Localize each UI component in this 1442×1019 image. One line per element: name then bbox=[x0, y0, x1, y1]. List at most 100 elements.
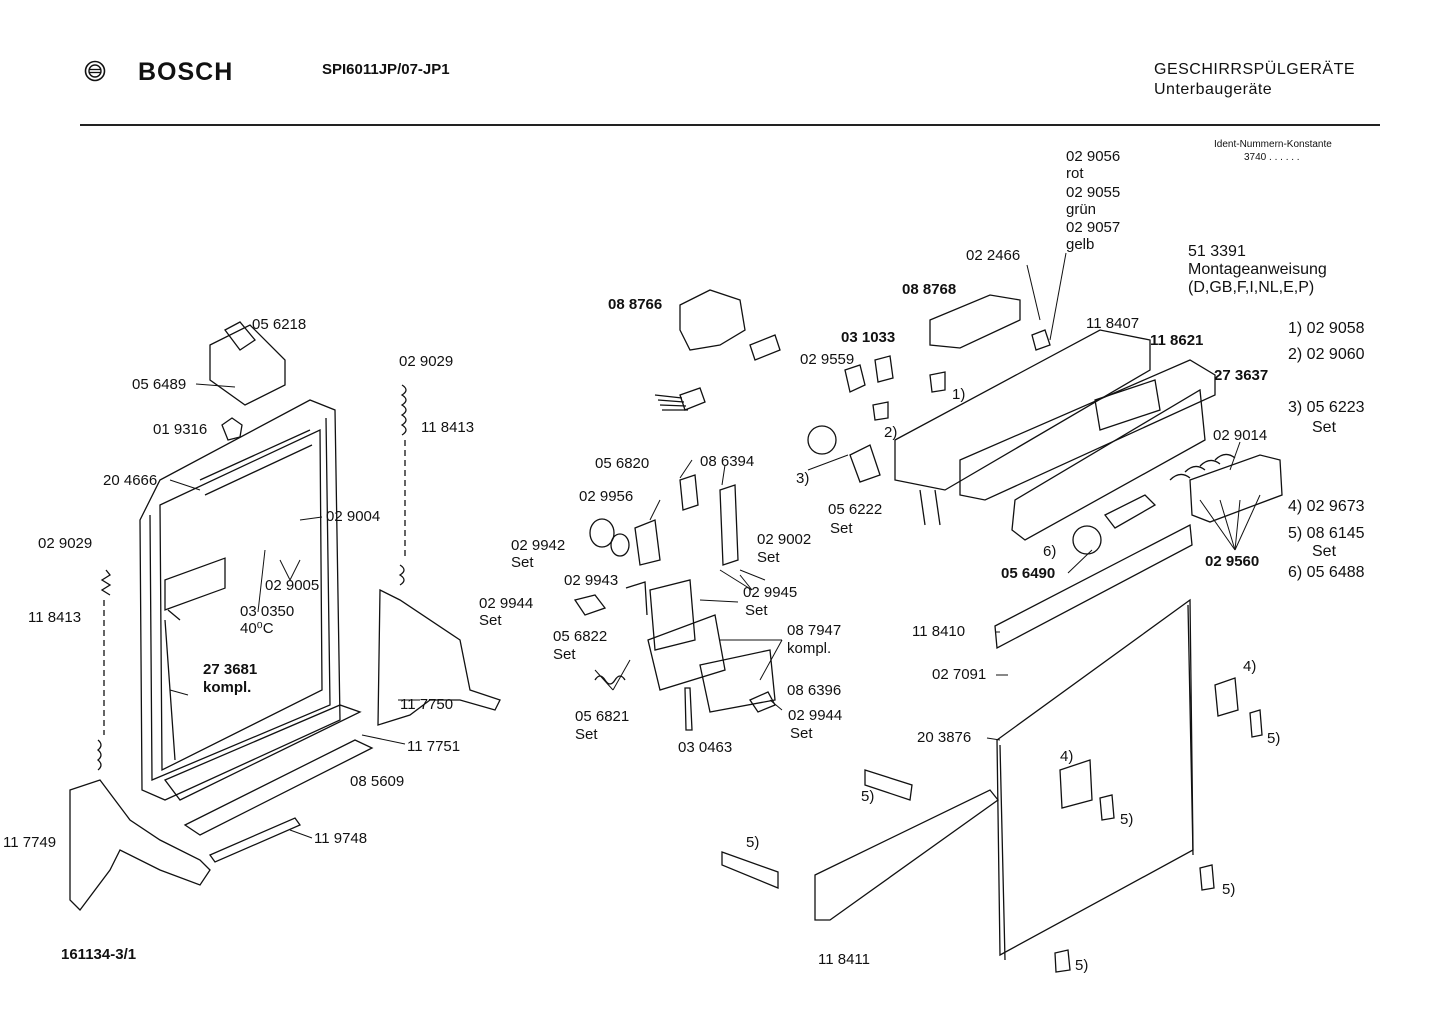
part-label-273681: 27 3681 bbox=[203, 661, 258, 678]
callout-6: 6) bbox=[1043, 543, 1057, 560]
ident-label: Ident-Nummern-Konstante bbox=[1214, 139, 1332, 150]
indicator-strip bbox=[929, 294, 1021, 349]
part-label-056222: 05 6222 bbox=[828, 501, 883, 518]
legend-item-2: 2) 02 9060 bbox=[1288, 346, 1365, 363]
part-label-056821: 05 6821 bbox=[575, 708, 630, 725]
legend-item-4: 4) 02 9673 bbox=[1288, 498, 1365, 515]
control-panel-frame bbox=[894, 329, 1151, 491]
category-subtitle: Unterbaugeräte bbox=[1154, 81, 1273, 98]
part-label-117750: 11 7750 bbox=[400, 696, 454, 713]
leader-lines-right bbox=[594, 252, 1261, 741]
part-label-088768: 08 8768 bbox=[902, 281, 957, 298]
bottom-strip-middle bbox=[183, 739, 374, 836]
part-label-029002: 02 9002 bbox=[757, 531, 812, 548]
manual-title: Montageanweisung bbox=[1188, 261, 1327, 278]
dispenser-lid bbox=[625, 579, 696, 651]
bosch-logo-icon bbox=[84, 60, 106, 82]
legend-item-6: 6) 05 6488 bbox=[1288, 564, 1365, 581]
part-label-029945-set: Set bbox=[745, 602, 768, 619]
kick-plate bbox=[814, 789, 999, 921]
legend-item-5: 5) 08 6145 bbox=[1288, 525, 1365, 542]
callout-5-kick-lower: 5) bbox=[746, 834, 760, 851]
brackets-mid bbox=[679, 474, 739, 566]
connector-block bbox=[749, 334, 781, 361]
part-label-273681-kompl: kompl. bbox=[203, 679, 252, 696]
leader-lines-left bbox=[169, 383, 420, 839]
dial-3 bbox=[807, 425, 837, 455]
part-label-029029-left: 02 9029 bbox=[38, 535, 93, 552]
part-label-030350-temp: 40⁰C bbox=[240, 620, 274, 637]
part-label-022466: 02 2466 bbox=[966, 247, 1021, 264]
callout-2: 2) bbox=[884, 424, 898, 441]
timer-unit bbox=[679, 289, 746, 351]
part-056222 bbox=[849, 444, 881, 483]
part-label-056822-set: Set bbox=[553, 646, 576, 663]
part-label-029944-left-set: Set bbox=[479, 612, 502, 629]
part-label-203876: 20 3876 bbox=[917, 729, 972, 746]
part-label-056821-set: Set bbox=[575, 726, 598, 743]
part-label-029943: 02 9943 bbox=[564, 572, 619, 589]
dispenser-unit bbox=[647, 614, 726, 691]
part-label-117749: 11 7749 bbox=[3, 834, 57, 851]
part-label-056489: 05 6489 bbox=[132, 376, 187, 393]
small-clip bbox=[221, 417, 243, 441]
part-label-029004: 02 9004 bbox=[326, 508, 381, 525]
part-label-086394: 08 6394 bbox=[700, 453, 755, 470]
part-label-029956: 02 9956 bbox=[579, 488, 634, 505]
manual-languages: (D,GB,F,I,NL,E,P) bbox=[1188, 279, 1315, 296]
header-divider bbox=[80, 124, 1380, 126]
part-label-027091: 02 7091 bbox=[932, 666, 987, 683]
part-label-029057: 02 9057 bbox=[1066, 219, 1121, 236]
rod-030463 bbox=[684, 687, 693, 731]
control-panel-cover bbox=[1011, 388, 1206, 541]
part-label-118413-right: 11 8413 bbox=[421, 419, 475, 436]
part-label-117751: 11 7751 bbox=[407, 738, 461, 755]
bracket-5-upper bbox=[864, 769, 913, 801]
callout-4-center: 4) bbox=[1060, 748, 1074, 765]
part-label-030463: 03 0463 bbox=[678, 739, 733, 756]
manual-number: 51 3391 bbox=[1188, 243, 1246, 260]
spring-right bbox=[398, 384, 407, 586]
part-label-030350: 03 0350 bbox=[240, 603, 295, 620]
part-label-029945: 02 9945 bbox=[743, 584, 798, 601]
push-buttons bbox=[1189, 454, 1283, 523]
right-hinge bbox=[377, 588, 501, 726]
part-label-031033: 03 1033 bbox=[841, 329, 896, 346]
part-label-273637: 27 3637 bbox=[1214, 367, 1269, 384]
callout-4-right: 4) bbox=[1243, 658, 1257, 675]
part-label-118411: 11 8411 bbox=[818, 951, 870, 968]
callout-5-right: 5) bbox=[1267, 730, 1281, 747]
handle-056490 bbox=[1104, 494, 1157, 529]
part-label-029057-color: gelb bbox=[1066, 236, 1095, 253]
switch-031033 bbox=[844, 364, 866, 393]
part-label-118413-left: 11 8413 bbox=[28, 609, 82, 626]
bottom-strip-upper bbox=[163, 704, 362, 801]
outer-door-panel bbox=[996, 598, 1194, 957]
part-label-029029-right: 02 9029 bbox=[399, 353, 454, 370]
drawing-number: 161134-3/1 bbox=[61, 946, 137, 963]
callout-5-kick-upper: 5) bbox=[861, 788, 875, 805]
bottom-strip-seal bbox=[209, 817, 301, 863]
part-label-029942: 02 9942 bbox=[511, 537, 566, 554]
part-label-029944-left: 02 9944 bbox=[479, 595, 534, 612]
part-label-029055: 02 9055 bbox=[1066, 184, 1121, 201]
part-label-118410: 11 8410 bbox=[912, 623, 966, 640]
legend-item-5-note: Set bbox=[1312, 543, 1337, 560]
part-label-087947: 08 7947 bbox=[787, 622, 842, 639]
dispenser-seal bbox=[699, 649, 776, 713]
part-label-029055-color: grün bbox=[1066, 201, 1097, 218]
bracket-5-lower bbox=[721, 851, 779, 889]
part-label-029560: 02 9560 bbox=[1205, 553, 1260, 570]
callout-5-bottom: 5) bbox=[1075, 957, 1089, 974]
door-inner-frame bbox=[139, 399, 341, 801]
trim-strip bbox=[994, 523, 1193, 650]
part-label-118621: 11 8621 bbox=[1150, 332, 1204, 349]
part-label-085609: 08 5609 bbox=[350, 773, 405, 790]
spring-left bbox=[96, 569, 112, 771]
hinge-bracket-4b bbox=[1059, 759, 1093, 809]
ring-029956 bbox=[589, 518, 615, 548]
callout-3: 3) bbox=[796, 470, 810, 487]
model-number: SPI6011JP/07-JP1 bbox=[322, 61, 450, 78]
part-label-029944-right: 02 9944 bbox=[788, 707, 843, 724]
callout-5-center: 5) bbox=[1120, 811, 1134, 828]
